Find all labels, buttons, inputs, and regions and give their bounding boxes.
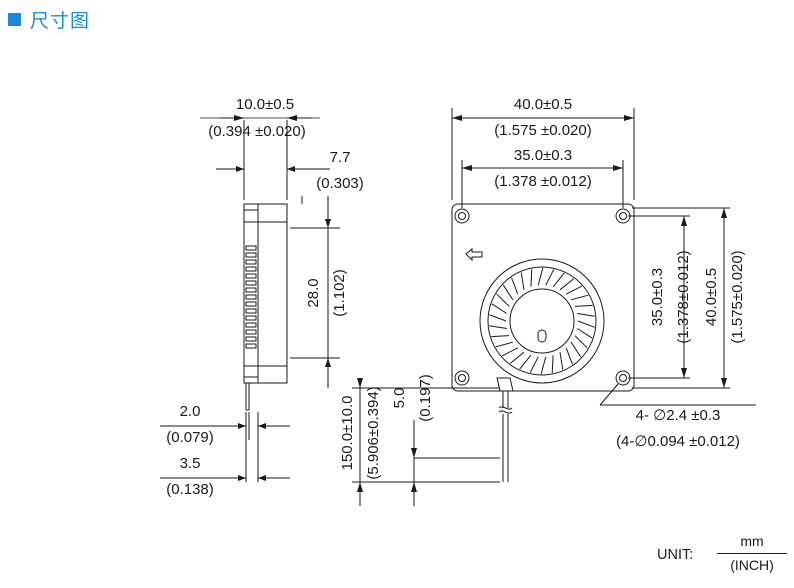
impeller-blade bbox=[530, 268, 533, 287]
impeller-blade bbox=[559, 278, 575, 291]
impeller-blade bbox=[489, 314, 507, 322]
fin bbox=[245, 280, 257, 286]
fin bbox=[245, 308, 257, 314]
impeller-blade bbox=[529, 356, 539, 373]
unit-denominator: (INCH) bbox=[730, 557, 774, 573]
outlet-height-label: 28.0 bbox=[305, 278, 322, 307]
height-inch-label: (1.575±0.020) bbox=[729, 250, 746, 343]
hole-pitch-label: 35.0±0.3 bbox=[514, 147, 572, 164]
impeller-blade bbox=[491, 303, 508, 314]
hole-pitch-v-label: 35.0±0.3 bbox=[649, 268, 666, 326]
unit-fraction-bar bbox=[717, 553, 787, 554]
impeller-blade bbox=[570, 294, 589, 301]
cable-exit bbox=[496, 377, 514, 392]
impeller-blade bbox=[577, 313, 595, 317]
mount-hole-top-right bbox=[615, 208, 631, 224]
fin bbox=[245, 266, 257, 272]
mount-hole-top-left bbox=[454, 208, 470, 224]
impeller-blade bbox=[520, 272, 525, 290]
hub-label-slot bbox=[537, 329, 547, 343]
impeller-blade bbox=[496, 293, 510, 307]
height-label: 40.0±0.5 bbox=[703, 268, 720, 326]
mount-hole-bottom-right bbox=[615, 370, 631, 386]
lead-length-inch-label: (5.906±0.394) bbox=[365, 386, 382, 479]
lead-offset-inch-label: (0.138) bbox=[166, 481, 214, 498]
unit-legend: UNIT: mm (INCH) bbox=[657, 532, 793, 582]
unit-numerator: mm bbox=[740, 533, 764, 549]
impeller-blade bbox=[540, 356, 547, 375]
header-square-icon bbox=[8, 13, 21, 26]
front-view-arrows bbox=[357, 115, 727, 492]
impeller-blade bbox=[511, 277, 519, 295]
lead-pitch-inch-label: (0.079) bbox=[166, 429, 214, 446]
impeller-hub bbox=[509, 288, 575, 354]
lead-length-label: 150.0±10.0 bbox=[339, 396, 356, 471]
fin bbox=[245, 259, 257, 265]
strip-inch-label: (0.197) bbox=[417, 374, 434, 422]
fin bbox=[245, 245, 257, 251]
hole-spec-label: 4- ∅2.4 ±0.3 bbox=[636, 407, 721, 424]
fin bbox=[245, 252, 257, 258]
fin bbox=[245, 315, 257, 321]
lead-pitch-label: 2.0 bbox=[180, 403, 201, 420]
outlet-height-inch-label: (1.102) bbox=[331, 269, 348, 317]
impeller-blade bbox=[576, 328, 593, 339]
fin bbox=[245, 329, 257, 335]
impeller-blade bbox=[559, 352, 564, 370]
outlet-label: 7.7 bbox=[330, 149, 351, 166]
outlet-inch-label: (0.303) bbox=[316, 175, 364, 192]
fin bbox=[245, 336, 257, 342]
impeller-blade bbox=[551, 355, 554, 374]
hole-pitch-inch-label: (1.378 ±0.012) bbox=[494, 173, 591, 190]
impeller-blade bbox=[489, 325, 507, 329]
rotation-arrow-icon bbox=[465, 247, 483, 262]
impeller-blade bbox=[565, 347, 573, 365]
width-label: 40.0±0.5 bbox=[514, 96, 572, 113]
impeller-outer bbox=[479, 258, 605, 384]
impeller-blade bbox=[509, 351, 525, 364]
lead-offset-label: 3.5 bbox=[180, 455, 201, 472]
hole-pitch-v-inch-label: (1.378±0.012) bbox=[675, 250, 692, 343]
thickness-label: 10.0±0.5 bbox=[236, 96, 294, 113]
impeller-blade bbox=[570, 341, 582, 358]
impeller-blade bbox=[565, 285, 583, 295]
side-view-body bbox=[243, 203, 288, 384]
width-inch-label: (1.575 ±0.020) bbox=[494, 122, 591, 139]
thickness-inch-label: (0.394 ±0.020) bbox=[208, 123, 305, 140]
impeller-blade bbox=[577, 320, 595, 328]
section-header: 尺寸图 bbox=[8, 6, 90, 33]
fin bbox=[245, 343, 257, 349]
section-title: 尺寸图 bbox=[30, 10, 91, 32]
impeller-blade bbox=[574, 335, 588, 349]
strip-label: 5.0 bbox=[391, 388, 408, 409]
impeller-blades bbox=[489, 267, 595, 375]
side-view-arrows bbox=[234, 115, 331, 481]
impeller-blade bbox=[574, 304, 593, 307]
fin bbox=[245, 287, 257, 293]
impeller-blade bbox=[502, 284, 514, 301]
fan-frame bbox=[451, 203, 635, 392]
fin bbox=[245, 301, 257, 307]
fin bbox=[245, 273, 257, 279]
impeller-blade bbox=[545, 269, 555, 286]
unit-label: UNIT: bbox=[657, 547, 694, 563]
mount-hole-bottom-left bbox=[454, 370, 470, 386]
impeller-blade bbox=[552, 272, 565, 288]
impeller-blade bbox=[537, 267, 544, 286]
impeller-blade bbox=[519, 354, 532, 370]
impeller-blade bbox=[491, 335, 510, 338]
impeller-blade bbox=[495, 341, 514, 348]
fin bbox=[245, 322, 257, 328]
fin bbox=[245, 294, 257, 300]
hole-spec-inch-label: (4-∅0.094 ±0.012) bbox=[616, 433, 740, 450]
impeller-blade bbox=[501, 347, 519, 357]
side-view-fins bbox=[245, 245, 257, 349]
